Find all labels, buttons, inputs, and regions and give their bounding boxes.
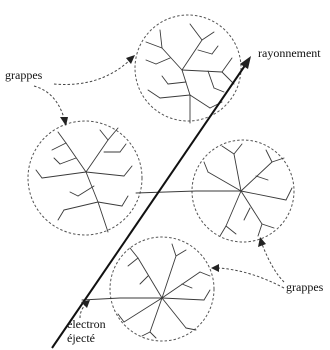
pointer-to-cluster-left (34, 86, 64, 118)
clusters-label-top: grappes (5, 69, 42, 82)
pointer-arrows (34, 55, 284, 318)
pointer-to-cluster-bottom-head (211, 264, 219, 272)
pointer-to-cluster-right (262, 244, 284, 282)
cluster-bottom-boundary (110, 237, 214, 341)
radiation-label: rayonnement (258, 47, 321, 60)
cluster-left-track (36, 128, 132, 232)
ejected-electron-label-line2: éjecté (67, 332, 95, 345)
cluster-top-track (146, 24, 234, 123)
radiation-arrowhead (240, 56, 251, 69)
pointer-to-cluster-top (54, 60, 130, 85)
clusters-label-right: grappes (286, 281, 323, 294)
cluster-top (135, 15, 241, 123)
pointer-to-cluster-bottom (218, 268, 284, 288)
cluster-left (28, 121, 142, 235)
ejected-electron-label-line1: électron (67, 318, 106, 331)
pointer-to-cluster-left-head (60, 117, 68, 126)
